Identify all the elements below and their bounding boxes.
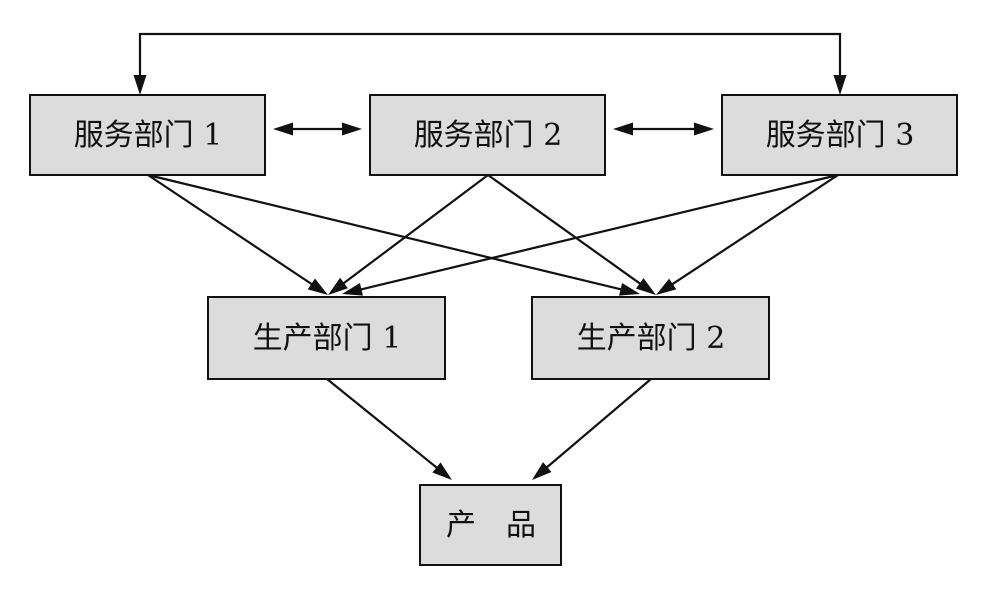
edge-s1-p2 — [147, 173, 625, 292]
node-service-2-box — [369, 94, 606, 176]
edge-s2-p1 — [340, 174, 489, 287]
node-service-3-box — [721, 94, 958, 176]
node-service-1-box — [29, 94, 266, 176]
node-production-1: 生产部门 1 — [207, 296, 446, 380]
edge-p1-prod — [326, 378, 441, 471]
edge-s2-s3-arrowhead-end — [694, 122, 714, 136]
node-production-2-label: 生产部门 2 — [577, 321, 726, 356]
node-service-1-label: 服务部门 1 — [74, 118, 223, 153]
edge-p2-prod-arrowhead — [532, 462, 552, 480]
edge-s3-p1-arrowhead — [342, 283, 363, 296]
edge-s1-s3 — [138, 32, 842, 77]
edge-s1-p2-arrowhead — [619, 282, 640, 296]
edge-s1-s2-arrowhead-start — [273, 122, 293, 136]
edge-s1-p1-arrowhead — [307, 278, 328, 295]
node-product: 产 品 — [419, 484, 562, 566]
edge-s2-p1-arrowhead — [328, 277, 348, 295]
edge-s3-p2-arrowhead — [656, 278, 677, 295]
edge-s1-p1 — [147, 174, 316, 288]
node-production-1-label: 生产部门 1 — [253, 321, 402, 356]
edge-s2-s3-arrowhead-start — [613, 122, 633, 136]
node-product-box — [419, 484, 562, 566]
edge-s1-s3-arrowhead-end — [833, 75, 847, 95]
edge-s3-p1 — [357, 173, 839, 292]
edge-s1-s2-arrowhead-end — [342, 122, 362, 136]
edge-p1-prod-arrowhead — [432, 462, 452, 480]
edge-s2-p2-arrowhead — [635, 278, 656, 295]
edge-p2-prod — [543, 378, 652, 471]
node-production-2-box — [531, 296, 770, 380]
node-service-3-label: 服务部门 3 — [766, 118, 915, 153]
edges-layer — [133, 32, 847, 480]
node-production-2: 生产部门 2 — [531, 296, 770, 380]
node-production-1-box — [207, 296, 446, 380]
node-service-3: 服务部门 3 — [721, 94, 958, 176]
edge-s3-p2 — [668, 174, 839, 288]
node-service-1: 服务部门 1 — [29, 94, 266, 176]
edge-s2-p2 — [487, 174, 644, 287]
node-service-2: 服务部门 2 — [369, 94, 606, 176]
node-product-label: 产 品 — [446, 508, 536, 543]
node-service-2-label: 服务部门 2 — [414, 118, 563, 153]
edge-s1-s3-arrowhead-start — [133, 75, 147, 95]
